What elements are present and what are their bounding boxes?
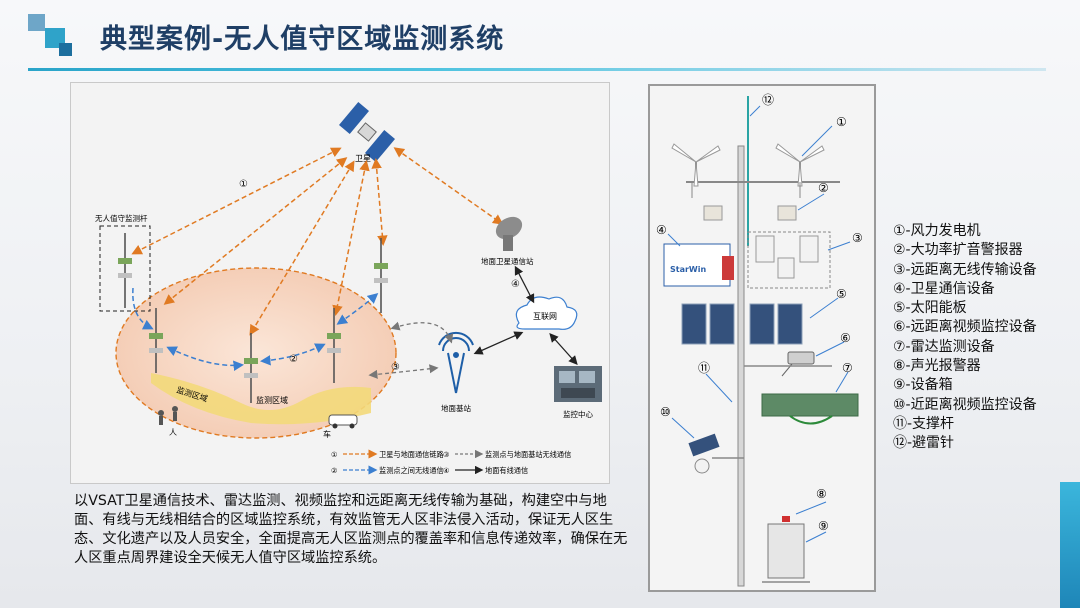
svg-text:⑦: ⑦ [842,361,853,375]
side-accent-bar [1060,482,1080,608]
monitor-pole-label: 无人值守监测杆 [95,213,148,223]
svg-text:地面有线通信: 地面有线通信 [485,466,528,475]
legend-item: ⑩-近距离视频监控设备 [893,396,1037,413]
callout-lines [667,105,851,543]
base-station-icon [438,331,474,394]
wind-turbine-icon [671,143,825,187]
monitor-center-label: 监控中心 [563,409,593,419]
svg-text:②: ② [818,181,829,195]
svg-text:⑩: ⑩ [660,405,671,419]
svg-text:卫星与地面通信链路: 卫星与地面通信链路 [379,450,444,459]
pole-structure-diagram: StarWin [648,84,876,592]
svg-text:⑫: ⑫ [762,93,774,107]
radar-device-icon [761,393,859,417]
description-text: 以VSAT卫星通信技术、雷达监测、视频监控和远距离无线传输为基础，构建空中与地面… [74,493,628,566]
svg-text:⑥: ⑥ [840,331,851,345]
ground-base-station-label: 地面基站 [441,403,471,413]
wireless-antenna-icon [755,235,819,279]
car-label: 车 [323,429,331,439]
network-diagram: 卫星 ① 无人值守监测杆 [70,82,610,484]
marker-2: ② [289,354,298,365]
person-label: 人 [169,428,177,437]
svg-text:①: ① [836,115,847,129]
svg-text:①: ① [331,450,337,459]
person-icon [158,406,178,425]
svg-text:监测点与地面基站无线通信: 监测点与地面基站无线通信 [485,450,571,459]
pole-number-labels: ① ② ③ ④ ⑤ ⑥ ⑦ ⑧ ⑨ ⑩ ⑪ ⑫ [656,93,863,533]
svg-text:StarWin: StarWin [670,265,706,274]
svg-text:④: ④ [443,466,449,475]
alarm-light-icon [782,516,790,522]
svg-text:②: ② [331,466,337,475]
svg-text:⑤: ⑤ [836,287,847,301]
svg-text:监测点之间无线通信: 监测点之间无线通信 [379,466,444,475]
satellite-links [131,147,504,336]
title-divider [28,68,1046,71]
internet-label: 互联网 [533,312,557,321]
satellite-label: 卫星 [355,154,371,163]
car-icon [328,414,358,429]
legend-item: ⑤-太阳能板 [893,300,967,317]
legend-item: ②-大功率扩音警报器 [893,242,1023,259]
monitor-pole-icons [124,233,382,403]
legend-item: ③-远距离无线传输设备 [893,261,1037,278]
pole-equipment [118,258,388,378]
legend-item: ④-卫星通信设备 [893,280,995,297]
svg-text:③: ③ [852,231,863,245]
logo [28,14,74,60]
ground-satellite-station-icon [495,216,523,251]
wireless-transmission-box [747,231,831,289]
pole-structure-svg: StarWin [656,93,863,587]
solar-panel-icon [681,303,803,345]
marker-1: ① [239,179,248,190]
video-camera-icon [781,351,815,377]
marker-3: ③ [391,362,400,373]
monitor-pole-box [99,225,151,312]
svg-text:⑨: ⑨ [818,519,829,533]
loudspeaker-icon [703,205,797,221]
svg-text:③: ③ [443,450,449,459]
wireless-link [132,287,154,330]
equipment-box-icon [767,523,805,579]
diagram-legend: ① 卫星与地面通信链路 ③ 监测点与地面基站无线通信 ② 监测点之间无线通信 ④… [331,449,571,475]
zone-label-2: 监测区域 [256,395,288,405]
satellite-device-icon: StarWin [663,243,734,287]
legend-item: ⑨-设备箱 [893,377,953,394]
ground-sat-station-label: 地面卫星通信站 [481,256,534,266]
legend-item: ⑪-支撑杆 [893,415,955,432]
svg-text:④: ④ [656,223,667,237]
monitor-center-icon [554,366,602,402]
svg-text:⑧: ⑧ [816,487,827,501]
near-camera-icon [688,433,720,474]
legend-item: ①-风力发电机 [893,223,981,239]
page-title: 典型案例-无人值守区域监测系统 [100,24,505,55]
internet-cloud-icon [515,296,578,330]
legend-item: ⑦-雷达监测设备 [893,338,995,355]
svg-text:⑪: ⑪ [698,361,710,375]
network-diagram-svg: 卫星 ① 无人值守监测杆 [95,102,602,475]
legend-item: ⑥-远距离视频监控设备 [893,319,1037,336]
zone-ground [151,373,371,425]
component-legend: ①-风力发电机 ②-大功率扩音警报器 ③-远距离无线传输设备 ④-卫星通信设备 … [893,222,1037,454]
support-pole [737,145,745,587]
legend-item: ⑫-避雷针 [893,435,955,452]
satellite-icon [338,102,396,162]
marker-4: ④ [511,279,520,290]
legend-item: ⑧-声光报警器 [893,358,981,375]
